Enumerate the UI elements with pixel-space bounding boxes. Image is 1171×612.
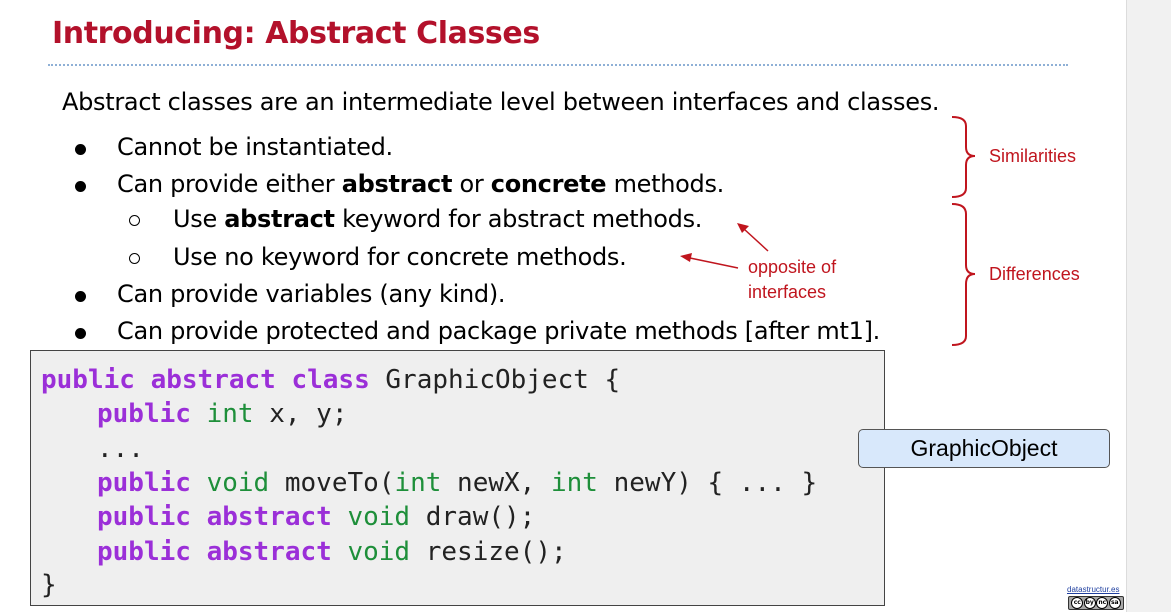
interfaces-label: interfaces	[748, 282, 827, 302]
arrow-to-abstract-keyword	[743, 228, 769, 252]
bullet-dot	[75, 144, 86, 155]
annotation-overlay	[680, 116, 976, 346]
bullet-dot	[75, 181, 86, 192]
bullet-text: keyword for abstract methods.	[334, 205, 703, 233]
keyword-public: public	[97, 399, 191, 429]
code-text: resize();	[410, 537, 567, 567]
bold-abstract: abstract	[224, 205, 335, 233]
type-int: int	[550, 468, 598, 498]
sub-bullet-circle	[129, 253, 140, 264]
page-edge	[1126, 0, 1171, 612]
slide-title: Introducing: Abstract Classes	[52, 16, 540, 51]
keyword-public: public	[41, 365, 135, 395]
sub-bullet-abstract-keyword: Use abstract keyword for abstract method…	[173, 205, 702, 233]
similarities-label: Similarities	[989, 146, 1077, 166]
code-text: newY) { ... }	[597, 468, 818, 498]
type-void: void	[206, 468, 270, 498]
code-line-resize: public abstract void resize();	[97, 537, 567, 567]
footer-site-link[interactable]: datastructur.es	[1067, 585, 1120, 594]
bullet-abstract-or-concrete: Can provide either abstract or concrete …	[117, 170, 724, 198]
bold-concrete: concrete	[490, 170, 607, 198]
code-text: GraphicObject {	[369, 365, 621, 395]
sub-bullet-no-keyword: Use no keyword for concrete methods.	[173, 243, 627, 271]
sub-bullet-circle	[129, 215, 140, 226]
code-text: draw();	[410, 502, 536, 532]
graphicobject-diagram-box: GraphicObject	[858, 429, 1110, 468]
nc-icon: nc	[1096, 597, 1109, 609]
code-text: newX,	[441, 468, 551, 498]
type-void: void	[347, 502, 411, 532]
keyword-class: class	[291, 365, 370, 395]
arrowhead-icon	[737, 223, 749, 233]
slide: Introducing: Abstract Classes Abstract c…	[30, 16, 1124, 610]
keyword-public: public	[97, 537, 191, 567]
title-divider	[48, 64, 1068, 66]
code-line-moveto: public void moveTo(int newX, int newY) {…	[97, 468, 817, 498]
by-icon: by	[1083, 597, 1096, 609]
arrowhead-icon	[680, 253, 692, 262]
differences-brace	[951, 203, 976, 346]
bullet-text: Use	[173, 205, 225, 233]
sa-icon: sa	[1108, 597, 1121, 609]
arrow-to-no-keyword	[689, 257, 739, 269]
code-line-fields: public int x, y;	[97, 399, 347, 429]
code-line-draw: public abstract void draw();	[97, 502, 535, 532]
keyword-abstract: abstract	[206, 537, 332, 567]
keyword-public: public	[97, 502, 191, 532]
code-line-ellipsis: ...	[97, 434, 144, 464]
code-line-close-brace: }	[41, 570, 57, 600]
type-void: void	[347, 537, 411, 567]
keyword-abstract: abstract	[206, 502, 332, 532]
differences-label: Differences	[989, 264, 1080, 284]
bullet-dot	[75, 291, 86, 302]
code-block: public abstract class GraphicObject { pu…	[30, 350, 885, 606]
code-line-class-decl: public abstract class GraphicObject {	[41, 365, 620, 395]
bold-abstract: abstract	[341, 170, 453, 198]
bullet-protected-methods: Can provide protected and package privat…	[117, 317, 880, 345]
bullet-text: Can provide either	[117, 170, 342, 198]
bullet-dot	[75, 328, 86, 339]
code-text: moveTo(	[269, 468, 395, 498]
creative-commons-badge: cc by nc sa	[1068, 596, 1124, 610]
code-text: x, y;	[253, 399, 348, 429]
bullet-cannot-instantiate: Cannot be instantiated.	[117, 133, 393, 161]
keyword-public: public	[97, 468, 191, 498]
type-int: int	[206, 399, 254, 429]
bullet-text: or	[452, 170, 491, 198]
intro-text: Abstract classes are an intermediate lev…	[62, 88, 940, 116]
similarities-brace	[951, 116, 976, 198]
cc-icon: cc	[1071, 597, 1084, 609]
opposite-of-label: opposite of	[748, 257, 837, 277]
bullet-variables: Can provide variables (any kind).	[117, 280, 506, 308]
bullet-text: methods.	[606, 170, 725, 198]
keyword-abstract: abstract	[150, 365, 276, 395]
type-int: int	[394, 468, 442, 498]
